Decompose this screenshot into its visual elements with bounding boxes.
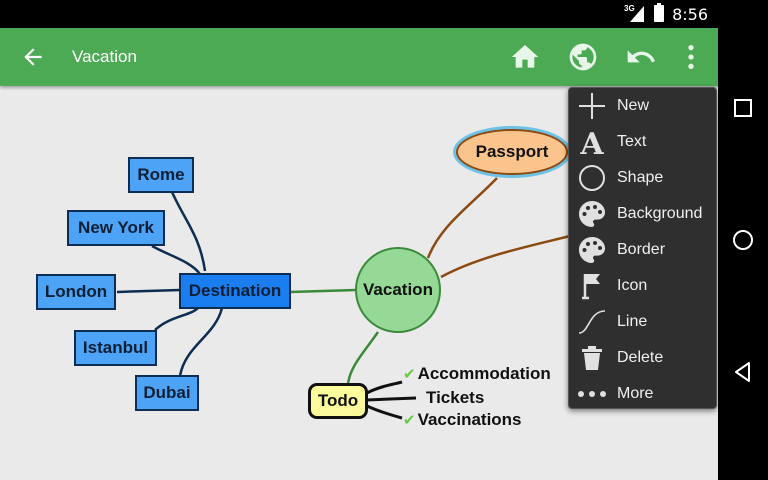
flag-icon [582,274,600,300]
menu-item-border[interactable]: Border [569,232,718,268]
line-todo-item-1 [366,380,403,395]
line-istanbul [154,307,199,331]
menu-item-more[interactable]: More [569,376,718,412]
network-type: 3G [624,4,635,13]
back-triangle-icon[interactable] [731,360,755,384]
navigation-bar [718,0,768,480]
connector-lines [116,177,571,420]
checkmark-icon: ✔ [403,366,416,383]
line-destination [289,288,357,294]
signal-icon [630,6,644,22]
line-dubai [178,307,224,377]
home-icon[interactable] [509,41,541,73]
menu-item-text[interactable]: A Text [569,124,718,160]
undo-icon[interactable] [625,41,657,73]
node-destination[interactable]: Destination [179,273,291,309]
node-passport-label: Passport [456,129,568,175]
todo-item-vaccinations[interactable]: ✔Vaccinations [403,410,522,429]
line-todo [346,331,380,385]
status-bar: 3G 8:56 [0,0,718,28]
node-dubai[interactable]: Dubai [135,375,199,411]
todo-item-tickets[interactable]: Tickets [426,388,485,407]
menu-item-background[interactable]: Background [569,196,718,232]
recents-square-icon[interactable] [731,96,755,120]
svg-text:A: A [579,127,604,157]
node-new-york[interactable]: New York [67,210,165,246]
node-vacation-root[interactable]: Vacation [355,247,441,333]
palette-icon [579,237,605,263]
line-newyork [151,244,201,275]
app-bar: Vacation [0,28,718,86]
circle-icon [579,165,605,191]
node-rome[interactable]: Rome [128,157,194,193]
menu-item-new[interactable]: New [569,88,718,124]
palette-icon [579,201,605,227]
node-passport[interactable]: Passport [453,126,571,178]
page-title: Vacation [72,47,137,66]
menu-item-icon[interactable]: Icon [569,268,718,304]
context-menu: New A Text Shape Background Border Icon … [568,87,717,409]
node-istanbul[interactable]: Istanbul [74,330,157,366]
more-vert-icon[interactable] [675,41,707,73]
todo-item-accommodation[interactable]: ✔Accommodation [403,364,551,383]
menu-item-line[interactable]: Line [569,304,718,340]
line-rome [170,191,207,272]
text-icon: A [579,127,604,157]
mindmap-canvas[interactable]: Rome New York London Istanbul Dubai Dest… [0,86,718,480]
curve-icon [578,310,606,334]
battery-charging-icon [654,3,664,22]
trash-icon [582,346,602,370]
screen: 3G 8:56 Vacation [0,0,718,480]
plus-icon [579,93,605,119]
menu-item-shape[interactable]: Shape [569,160,718,196]
dots-icon [578,391,606,397]
globe-icon[interactable] [567,41,599,73]
line-passport [426,177,498,259]
line-todo-item-2 [366,396,417,402]
checkmark-icon: ✔ [403,412,416,429]
back-arrow-icon[interactable] [20,44,46,70]
line-london [116,288,181,294]
node-todo[interactable]: Todo [308,383,368,419]
node-london[interactable]: London [36,274,116,310]
line-todo-item-3 [366,404,403,420]
clock: 8:56 [672,5,708,24]
line-offscreen [440,234,571,279]
menu-item-delete[interactable]: Delete [569,340,718,376]
home-circle-icon[interactable] [731,228,755,252]
